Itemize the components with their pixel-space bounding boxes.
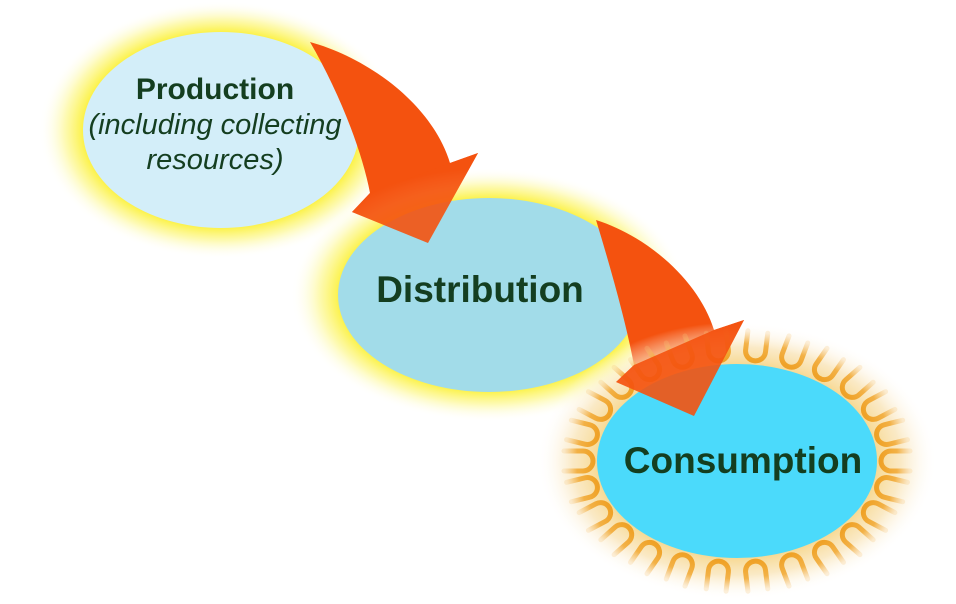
flame-scallop-icon — [564, 475, 600, 505]
arrow-distribution-to-consumption-head — [616, 320, 744, 416]
flame-scallop-icon — [860, 389, 898, 422]
arrow-production-to-distribution-head — [352, 153, 478, 243]
flame-scallop-icon — [779, 333, 811, 370]
flame-scallop-icon — [878, 448, 913, 474]
production-sublabel-line1: (including collecting — [88, 109, 341, 141]
flame-scallop-icon — [860, 500, 898, 533]
distribution-label: Distribution — [376, 269, 584, 310]
flame-scallop-icon — [839, 522, 876, 558]
distribution-ellipse — [338, 198, 640, 392]
flame-scallop-icon — [743, 558, 771, 594]
flame-scallop-icon — [663, 552, 695, 589]
flame-scallop-icon — [628, 539, 663, 577]
flame-scallop-icon — [576, 500, 614, 533]
flame-scallop-icon — [561, 448, 596, 474]
production-sublabel-line2: resources) — [147, 144, 284, 176]
flame-scallop-icon — [811, 345, 846, 383]
flame-scallop-icon — [779, 552, 811, 589]
production-label: Production — [136, 73, 294, 106]
flame-scallop-icon — [811, 539, 846, 577]
flame-scallop-icon — [839, 364, 876, 400]
flame-scallop-icon — [564, 417, 600, 447]
production-ellipse — [83, 32, 359, 228]
flame-scallop-icon — [874, 417, 910, 447]
flame-scallop-icon — [703, 558, 731, 594]
flame-scallop-icon — [874, 475, 910, 505]
flame-scallop-icon — [576, 389, 614, 422]
flame-scallop-icon — [743, 328, 771, 364]
flame-scallop-icon — [598, 522, 635, 558]
consumption-ellipse — [597, 364, 877, 558]
consumption-label: Consumption — [624, 440, 862, 481]
